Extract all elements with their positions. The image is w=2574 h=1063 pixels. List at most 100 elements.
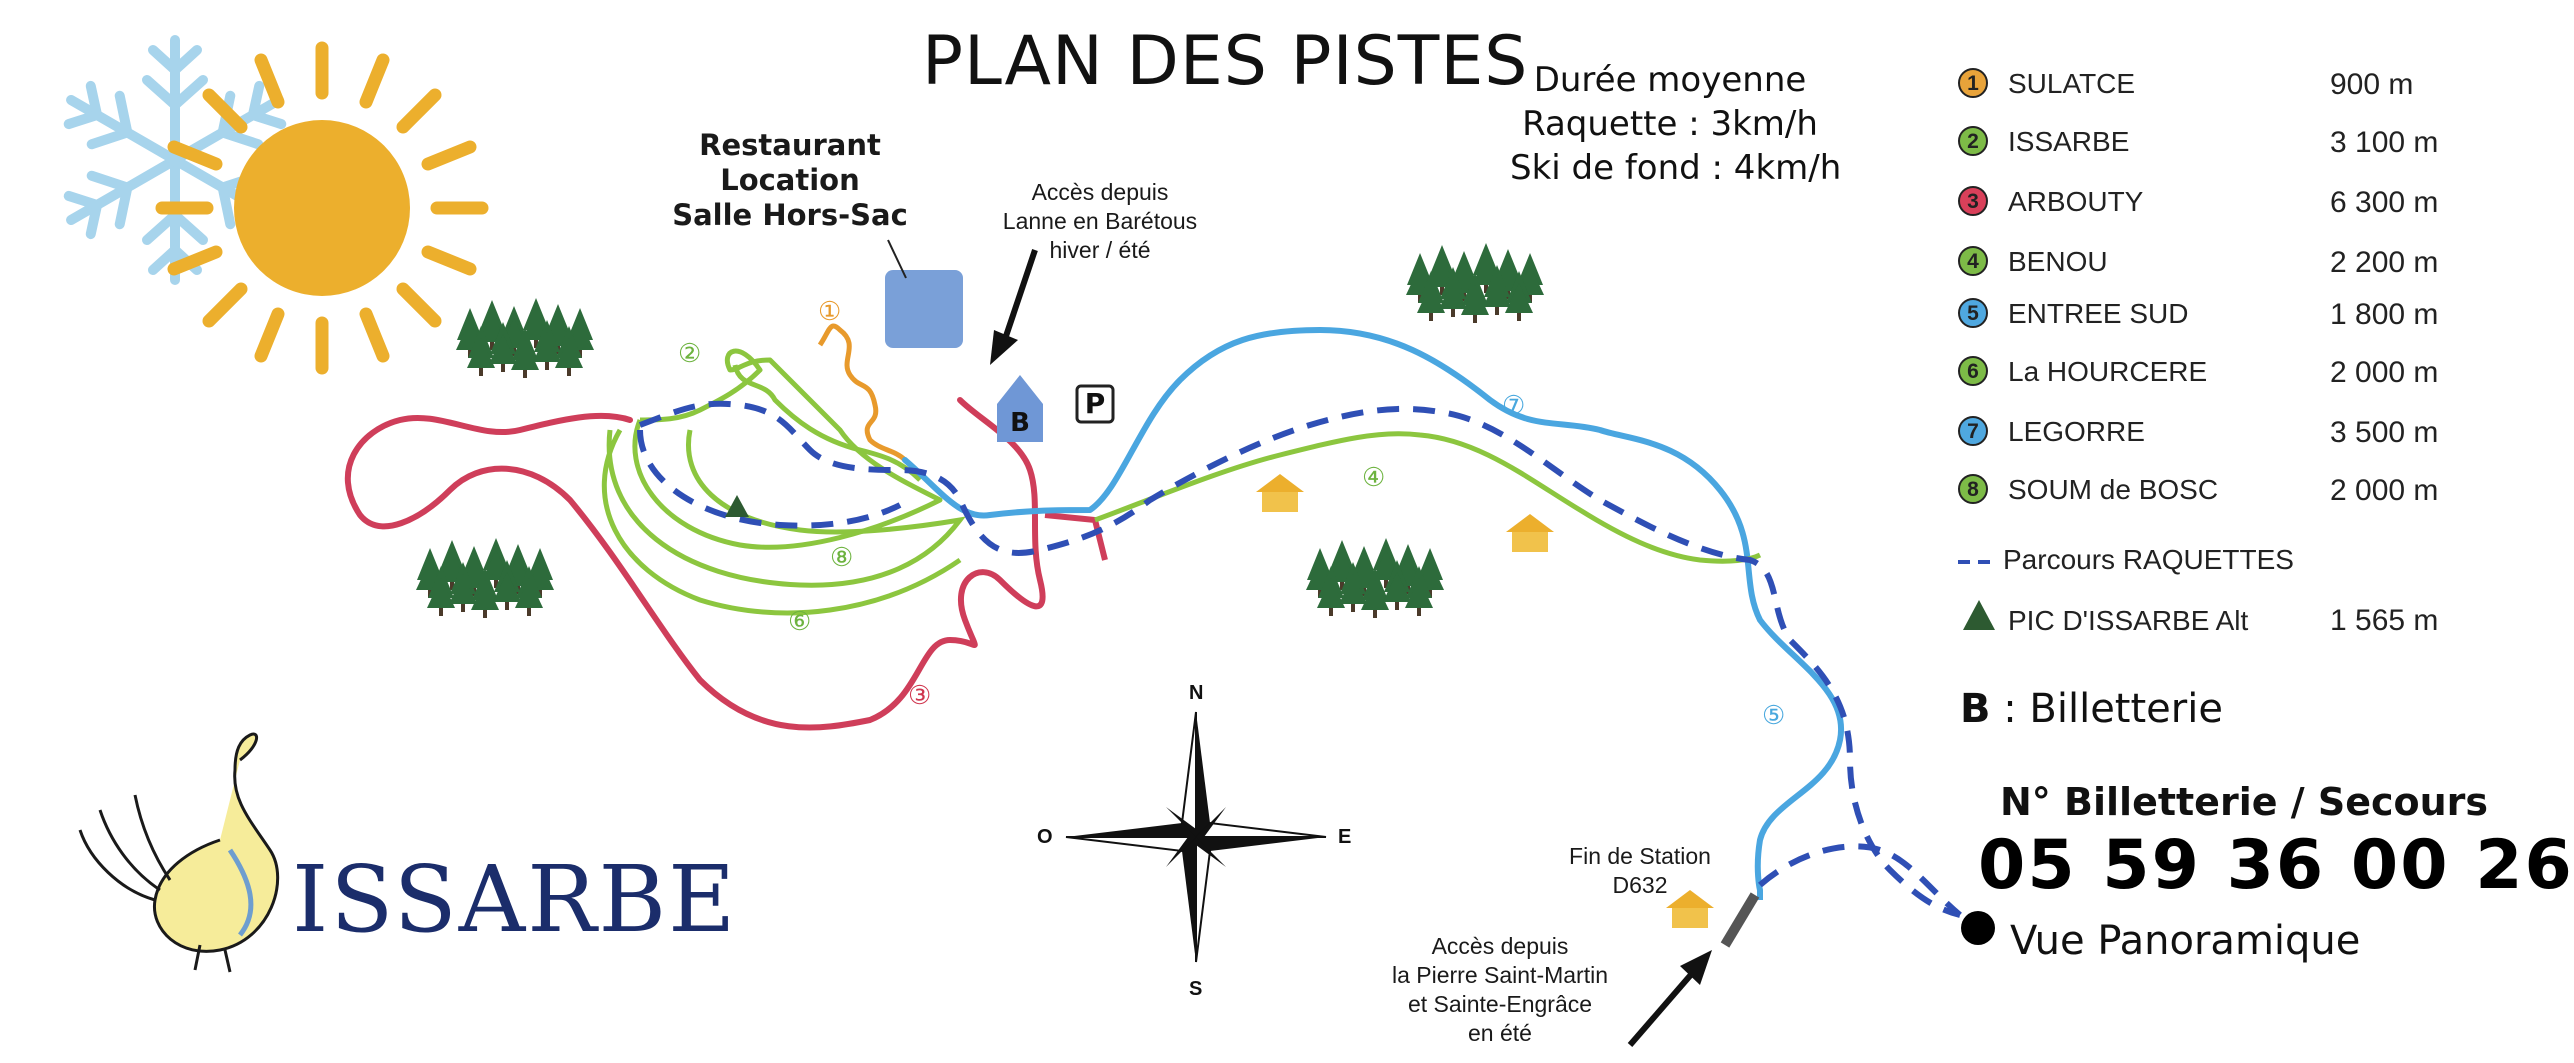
trail-marker-3[interactable]: ③ — [908, 680, 932, 710]
fin-station-line1: Fin de Station — [1569, 843, 1711, 869]
trail-marker-5[interactable]: ⑤ — [1762, 700, 1786, 730]
trail-6-hourcere[interactable] — [601, 428, 962, 616]
trail-1-sulatce[interactable] — [817, 323, 907, 462]
road-d632 — [1720, 892, 1760, 948]
legend-distance-2: 3 100 m — [2330, 126, 2439, 159]
peak-legend-icon — [1963, 600, 1995, 630]
snowflake-icon — [57, 35, 293, 280]
compass-o: O — [1037, 826, 1053, 848]
legend-badge-4: 4 — [1958, 246, 1988, 276]
access-north-line2: Lanne en Barétous — [1002, 208, 1198, 234]
trail-map — [0, 35, 1995, 1047]
page-title: PLAN DES PISTES — [922, 22, 1529, 101]
legend-row-soum-de-bosc[interactable]: 8 SOUM de BOSC 2 000 m — [1958, 470, 2468, 514]
average-duration: Durée moyenne Raquette : 3km/h Ski de fo… — [1510, 58, 1842, 190]
legend-row-entree-sud[interactable]: 5 ENTREE SUD 1 800 m — [1958, 294, 2468, 338]
legend-billetterie-letter: B — [1960, 686, 1991, 732]
legend-distance-7: 3 500 m — [2330, 416, 2439, 449]
forest-icon — [416, 538, 554, 618]
legend-distance-8: 2 000 m — [2330, 474, 2439, 507]
legend-billetterie: B : Billetterie — [1960, 686, 2223, 732]
legend-row-hourcere[interactable]: 6 La HOURCERE 2 000 m — [1958, 352, 2468, 396]
trail-4-benou[interactable] — [1094, 431, 1762, 564]
access-north-arrow — [990, 249, 1038, 365]
legend-name-7: LEGORRE — [2008, 416, 2145, 447]
trail-marker-8[interactable]: ⑧ — [830, 542, 854, 572]
raquettes-south-branch — [1758, 843, 1962, 918]
trail-marker-7[interactable]: ⑦ — [1502, 390, 1526, 420]
grouse-logo-icon — [78, 732, 280, 973]
billetterie-letter: B — [1010, 408, 1030, 438]
contact-phone[interactable]: 05 59 36 00 26 — [1978, 826, 2574, 905]
trail-marker-4[interactable]: ④ — [1362, 462, 1386, 492]
access-south-line2: la Pierre Saint-Martin — [1391, 962, 1609, 988]
restaurant-label-line2: Location — [720, 163, 860, 197]
restaurant-building[interactable] — [885, 270, 963, 348]
access-south-label: Accès depuis la Pierre Saint-Martin et S… — [1370, 932, 1630, 1048]
trail-7-legorre[interactable] — [902, 327, 1845, 893]
legend-name-1: SULATCE — [2008, 68, 2136, 99]
legend-badge-2: 2 — [1958, 126, 1988, 156]
legend-row-sulatce[interactable]: 1 SULATCE 900 m — [1958, 64, 2468, 108]
chalet-icon — [1666, 890, 1714, 928]
sun-icon — [155, 41, 489, 375]
legend-name-4: BENOU — [2008, 246, 2108, 277]
forest-icon — [1406, 243, 1544, 323]
fin-station-line2: D632 — [1612, 872, 1668, 898]
forest-icon — [456, 298, 594, 378]
legend-name-8: SOUM de BOSC — [2008, 474, 2219, 505]
legend-distance-3: 6 300 m — [2330, 186, 2439, 219]
access-north-line1: Accès depuis — [1031, 179, 1169, 205]
legend-row-benou[interactable]: 4 BENOU 2 200 m — [1958, 242, 2468, 286]
trail-2-issarbe[interactable] — [632, 348, 943, 550]
legend-distance-1: 900 m — [2330, 68, 2414, 101]
access-south-line3: et Sainte-Engrâce — [1407, 991, 1593, 1017]
parking-icon[interactable] — [1075, 384, 1115, 424]
access-south-line1: Accès depuis — [1431, 933, 1569, 959]
legend-raquettes-label: Parcours RAQUETTES — [2003, 544, 2294, 575]
legend-badge-1: 1 — [1958, 68, 1988, 98]
average-duration-ski: Ski de fond : 4km/h — [1510, 148, 1842, 188]
legend-badge-7: 7 — [1958, 416, 1988, 446]
legend-name-3: ARBOUTY — [2008, 186, 2144, 217]
legend-billetterie-text: : Billetterie — [2003, 686, 2223, 732]
chalet-icon — [1256, 474, 1304, 512]
panoramic-label: Vue Panoramique — [2010, 918, 2361, 964]
legend-peak-altitude: 1 565 m — [2330, 604, 2439, 637]
legend-badge-6: 6 — [1958, 356, 1988, 386]
parking-letter: P — [1084, 387, 1106, 420]
legend-name-5: ENTREE SUD — [2008, 298, 2189, 329]
raquettes-inner-loop — [637, 429, 902, 529]
billetterie-icon[interactable] — [997, 375, 1043, 442]
legend-badge-5: 5 — [1958, 298, 1988, 328]
legend-badge-8: 8 — [1958, 474, 1988, 504]
restaurant-label: Restaurant Location Salle Hors-Sac — [660, 128, 920, 233]
access-south-line4: en été — [1468, 1020, 1532, 1046]
compass-rose-icon — [1065, 711, 1327, 963]
average-duration-heading: Durée moyenne — [1533, 60, 1807, 100]
compass-e: E — [1338, 826, 1352, 848]
trail-marker-2[interactable]: ② — [678, 338, 702, 368]
trail-3-arbouty[interactable] — [344, 397, 1046, 731]
legend-row-legorre[interactable]: 7 LEGORRE 3 500 m — [1958, 412, 2468, 456]
trail-marker-1[interactable]: ① — [818, 296, 842, 326]
compass-s: S — [1189, 978, 1203, 1000]
compass-n: N — [1189, 682, 1204, 704]
trail-2-upper — [732, 364, 922, 482]
chalet-icon — [1506, 514, 1554, 552]
peak-marker — [725, 495, 749, 517]
legend-distance-4: 2 200 m — [2330, 246, 2439, 279]
contact-title: N° Billetterie / Secours — [2000, 780, 2489, 824]
restaurant-label-line1: Restaurant — [699, 128, 881, 162]
legend-row-issarbe[interactable]: 2 ISSARBE 3 100 m — [1958, 122, 2468, 166]
legend-name-6: La HOURCERE — [2008, 356, 2208, 387]
access-north-label: Accès depuis Lanne en Barétous hiver / é… — [965, 178, 1235, 265]
legend-name-2: ISSARBE — [2008, 126, 2130, 157]
raquettes-route[interactable] — [638, 400, 1961, 918]
logo-text: ISSARBE — [292, 846, 738, 953]
legend-distance-6: 2 000 m — [2330, 356, 2439, 389]
legend-badge-3: 3 — [1958, 186, 1988, 216]
legend-row-arbouty[interactable]: 3 ARBOUTY 6 300 m — [1958, 182, 2468, 226]
legend-peak-label: PIC D'ISSARBE Alt — [2008, 605, 2249, 636]
trail-marker-6[interactable]: ⑥ — [788, 606, 812, 636]
